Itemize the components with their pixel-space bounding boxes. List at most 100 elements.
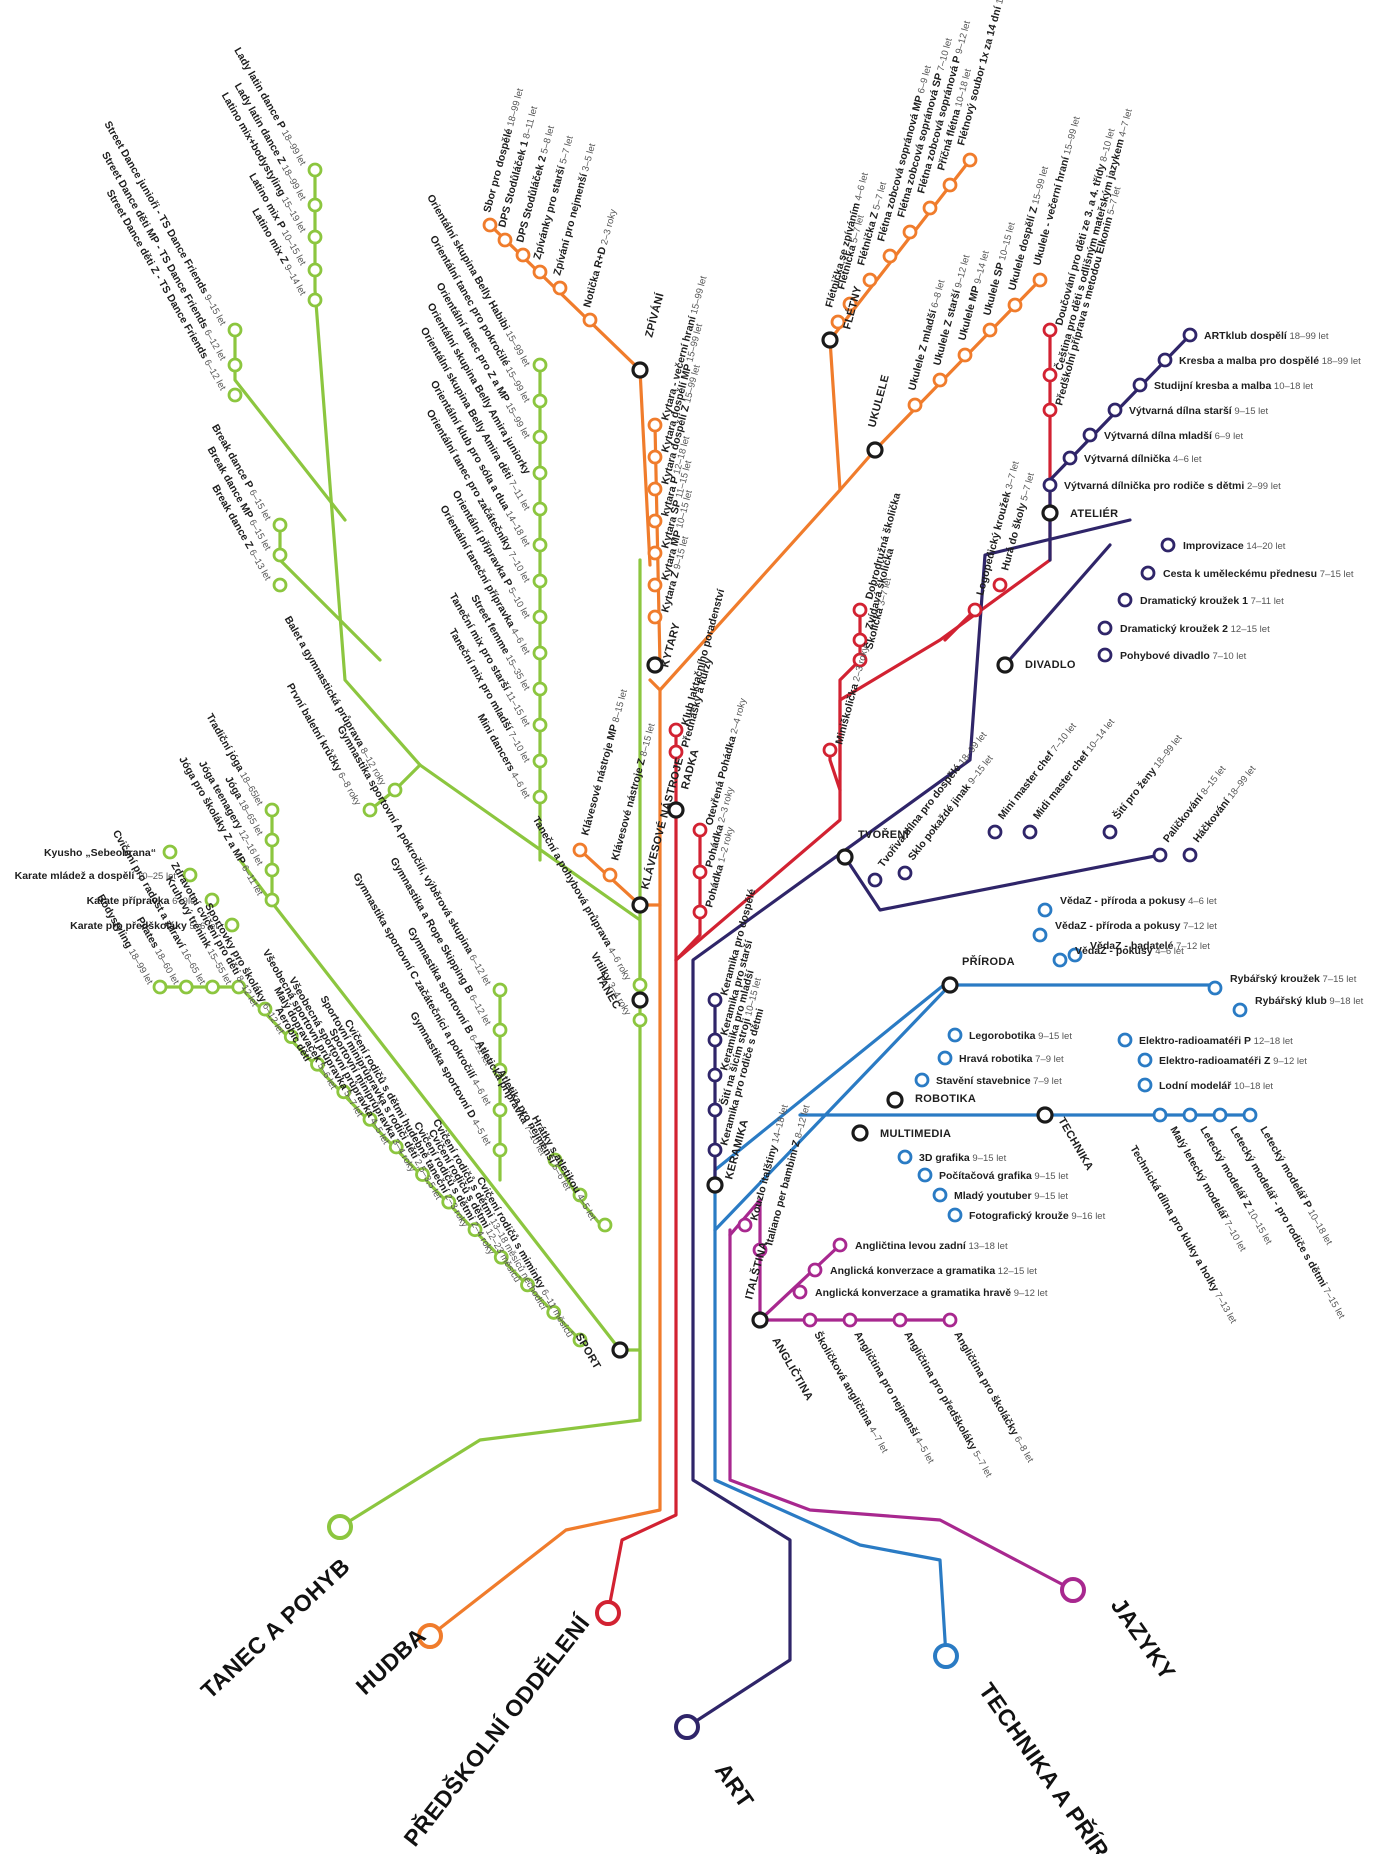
station-stop — [231, 979, 247, 995]
label-gym-0[interactable]: Gymnastika sportovní A pokročilí, výběro… — [335, 724, 494, 988]
label-priroda-4[interactable]: Rybářský kroužek 7–15 let — [1230, 973, 1357, 985]
label-technika-4[interactable]: Letecký modelář - pro rodiče s dětmi 7–1… — [1227, 1125, 1347, 1322]
label-atelier-2[interactable]: Studijní kresba a malba 10–18 let — [1154, 380, 1313, 392]
hub-tvoreni[interactable] — [836, 848, 854, 866]
label-anglictina-2[interactable]: Anglická konverzace a gramatika hravě 9–… — [815, 1287, 1048, 1299]
root-terminal-jazyky[interactable] — [1060, 1577, 1086, 1603]
label-anglictina-0[interactable]: Angličtina levou zadní 13–18 let — [855, 1240, 1008, 1252]
station-stop — [947, 1027, 963, 1043]
label-tvoreni-4[interactable]: Šití pro ženy 18–99 let — [1110, 731, 1185, 822]
station-stop — [272, 547, 288, 563]
root-terminal-hudba[interactable] — [417, 1623, 443, 1649]
label-atelier-0[interactable]: ARTklub dospělí 18–99 let — [1204, 330, 1329, 342]
root-label-tanec[interactable]: TANEC A POHYB — [196, 1553, 355, 1704]
label-robotika-1-age: 7–9 let — [1033, 1054, 1065, 1065]
label-priroda-3[interactable]: VědaZ - pokusy 4–6 let — [1075, 945, 1184, 957]
hub-tanec[interactable] — [631, 991, 649, 1009]
hub-kytary[interactable] — [646, 656, 664, 674]
root-label-technika[interactable]: TECHNIKA A PŘÍRODA — [974, 1677, 1146, 1854]
station-stop — [842, 296, 858, 312]
label-technika-2[interactable]: Lodní modelář 10–18 let — [1159, 1080, 1273, 1092]
station-stop — [492, 1142, 508, 1158]
label-robotika-1[interactable]: Hravá robotika 7–9 let — [959, 1053, 1064, 1065]
hub-fletny[interactable] — [821, 331, 839, 349]
label-technika-3-age: 10–18 let — [1304, 1205, 1335, 1247]
root-label-jazyky[interactable]: JAZYKY — [1106, 1593, 1181, 1685]
station-stop — [272, 577, 288, 593]
label-anglictina-6[interactable]: Angličtina pro školáčky 6–8 let — [951, 1330, 1036, 1465]
hub-klavesove[interactable] — [631, 896, 649, 914]
hub-multimedia[interactable] — [851, 1124, 869, 1142]
label-multimedia-1[interactable]: Počítačová grafika 9–15 let — [939, 1170, 1069, 1182]
root-terminal-tanec[interactable] — [327, 1514, 353, 1540]
hub-atelier[interactable] — [1041, 504, 1059, 522]
station-stop — [668, 722, 684, 738]
label-gym-0-name: Gymnastika sportovní A pokročilí, výběro… — [335, 724, 476, 956]
label-divadlo-4-age: 7–10 let — [1210, 651, 1247, 662]
root-terminal-art[interactable] — [674, 1714, 700, 1740]
hub-radka[interactable] — [667, 801, 685, 819]
hub-anglictina[interactable] — [751, 1311, 769, 1329]
label-robotika-0[interactable]: Legorobotika 9–15 let — [969, 1030, 1072, 1042]
hub-robotika[interactable] — [886, 1091, 904, 1109]
label-fitness-15[interactable]: Cvičení rodičů s dětmi 13–18 měsíců nech… — [430, 1117, 550, 1312]
label-karate-3[interactable]: Karate pro předškoláky 5–6 let — [70, 920, 218, 932]
hub-divadlo[interactable] — [996, 656, 1014, 674]
label-karate-3-name: Karate pro předškoláky — [70, 920, 187, 932]
hub-zpivani[interactable] — [631, 361, 649, 379]
label-multimedia-3[interactable]: Fotografický krouže 9–16 let — [969, 1210, 1106, 1222]
hub-label-klavesove: KLÁVESOVÉ NÁSTROJE — [638, 756, 686, 891]
label-divadlo-4[interactable]: Pohybové divadlo 7–10 let — [1120, 650, 1247, 662]
label-karate-0[interactable]: Kyusho „Sebeobrana“ — [44, 847, 156, 859]
label-multimedia-0[interactable]: 3D grafika 9–15 let — [919, 1152, 1007, 1164]
station-stop — [532, 609, 548, 625]
label-street-1[interactable]: Street Dance děti MP - TS Dance Friends … — [99, 150, 229, 363]
label-klavesove-1[interactable]: Klávesové nástroje Z 8–15 let — [609, 722, 657, 862]
label-priroda-1-name: VědaZ - příroda a pokusy — [1055, 920, 1181, 932]
hub-ukulele[interactable] — [866, 441, 884, 459]
label-tvoreni-0[interactable]: Tvořivá dílna pro dospělé 18–99 let — [876, 729, 990, 870]
label-zpivani-5[interactable]: Notička R+D 2–3 roky — [581, 208, 619, 309]
label-anglictina-1[interactable]: Anglická konverzace a gramatika 12–15 le… — [830, 1265, 1037, 1277]
label-atelier-4[interactable]: Výtvarná dílna mladší 6–9 let — [1104, 430, 1243, 442]
label-robotika-2[interactable]: Stavění stavebnice 7–9 let — [936, 1075, 1062, 1087]
root-terminal-technika[interactable] — [933, 1643, 959, 1669]
label-priroda-5[interactable]: Rybářský klub 9–18 let — [1255, 995, 1364, 1007]
label-priroda-2[interactable]: VědaZ - badatelé 7–12 let — [1090, 940, 1210, 952]
hub-technika[interactable] — [1036, 1106, 1054, 1124]
label-zpivani-4-age: 3–5 let — [579, 142, 598, 175]
label-atlet-2[interactable]: Hrátky s atletikou 4–5 let — [529, 1114, 599, 1223]
label-gym-1[interactable]: Gymnastika a Rope Skipping B 6–12 let — [388, 856, 494, 1028]
label-anglictina-5[interactable]: Angličtina pro předškoláky 5–7 let — [901, 1330, 995, 1480]
label-atelier-6[interactable]: Výtvarná dílnička pro rodiče s dětmi 2–9… — [1064, 480, 1281, 492]
root-terminal-predskolni[interactable] — [595, 1600, 621, 1626]
station-stop — [1022, 824, 1038, 840]
label-karate-1[interactable]: Karate mládež a dospělí 10–25 let — [15, 870, 177, 882]
label-priroda-0[interactable]: VědaZ - příroda a pokusy 4–6 let — [1060, 895, 1217, 907]
station-stop — [902, 224, 918, 240]
label-multimedia-2[interactable]: Mladý youtuber 9–15 let — [954, 1190, 1068, 1202]
label-fitness-10[interactable]: Sportovní miniprůpravka 3–4 roky — [326, 1027, 418, 1175]
root-label-art[interactable]: ART — [710, 1758, 759, 1813]
label-atelier-3[interactable]: Výtvarná dílna starší 9–15 let — [1129, 405, 1269, 417]
label-anglictina-3[interactable]: Školičková angličtina 4–7 let — [811, 1329, 891, 1455]
label-fitness-16[interactable]: Cvičení rodičů s miminky 6–11 měsíců — [474, 1175, 576, 1339]
label-technika-0[interactable]: Elektro-radioamatéři P 12–18 let — [1139, 1035, 1293, 1047]
root-label-hudba[interactable]: HUDBA — [351, 1622, 431, 1699]
station-stop — [532, 753, 548, 769]
label-priroda-1[interactable]: VědaZ - příroda a pokusy 7–12 let — [1055, 920, 1217, 932]
station-stop — [647, 481, 663, 497]
label-technika-1[interactable]: Elektro-radioamatéři Z 9–12 let — [1159, 1055, 1307, 1067]
label-atelier-5[interactable]: Výtvarná dílnička 4–6 let — [1084, 453, 1202, 465]
label-atelier-1[interactable]: Kresba a malba pro dospělé 18–99 let — [1179, 355, 1361, 367]
hub-sport[interactable] — [611, 1341, 629, 1359]
label-divadlo-2[interactable]: Dramatický kroužek 1 7–11 let — [1140, 595, 1284, 607]
station-stop — [1212, 1107, 1228, 1123]
line-jazyky-trunk — [728, 1228, 1075, 1592]
label-divadlo-3[interactable]: Dramatický kroužek 2 12–15 let — [1120, 623, 1270, 635]
hub-priroda[interactable] — [941, 976, 959, 994]
label-divadlo-1[interactable]: Cesta k uměleckému přednesu 7–15 let — [1163, 568, 1354, 580]
label-karate-2[interactable]: Karate přípravka 6–9let — [87, 895, 199, 907]
hub-keramika[interactable] — [706, 1176, 724, 1194]
label-divadlo-0[interactable]: Improvizace 14–20 let — [1183, 540, 1286, 552]
